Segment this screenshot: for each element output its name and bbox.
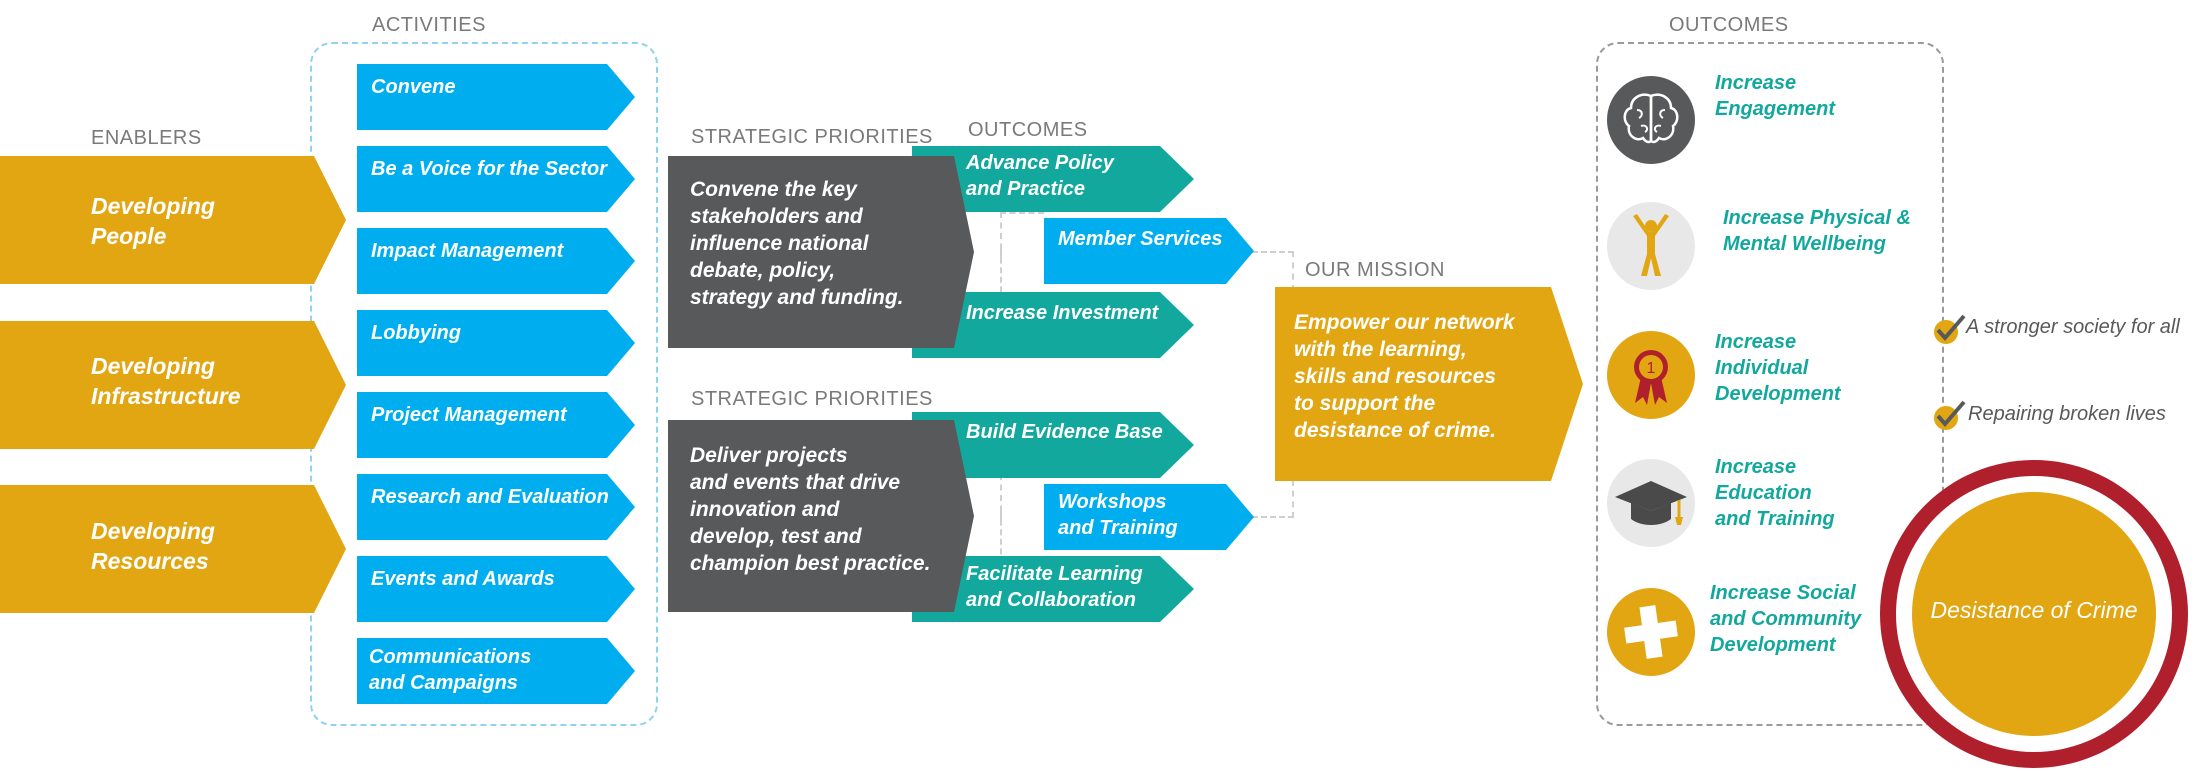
outcome-label: Increase Investment [966,302,1159,324]
activity-label: Communications [369,646,532,668]
outcome-text: Increase Physical & [1723,207,1911,229]
enabler-label: People [91,222,167,249]
activity-label: Research and Evaluation [371,486,609,508]
graduation-cap-icon [1607,459,1695,547]
activity-label: Lobbying [371,322,461,344]
priority-text: and events that drive [690,471,901,494]
ribbon-number: 1 [1647,360,1656,377]
activity-label: Convene [371,76,456,98]
activity-arrow: Impact Management [357,228,635,294]
priority-text: champion best practice. [690,552,931,575]
outcome-label: and Collaboration [966,589,1136,611]
outcome-text: Increase [1715,456,1797,478]
outcome-label: Advance Policy [966,152,1114,174]
enabler-arrow: Developing People [0,156,346,284]
brain-icon [1607,76,1695,164]
activity-label: and Campaigns [369,672,518,694]
activity-label: Impact Management [371,240,564,262]
outcome-text: Engagement [1715,98,1836,120]
outcome-arrow: Build Evidence Base [912,412,1194,478]
goal-text: Desistance of Crime [1930,597,2138,623]
outcome-arrow: Increase Investment [912,292,1194,358]
priority-text: strategy and funding. [690,286,904,309]
activity-label: Project Management [371,404,567,426]
outcome-arrow: Workshops and Training [1044,484,1254,550]
activities-container [310,42,658,726]
activities-label: ACTIVITIES [372,14,486,36]
activity-arrow: Communications and Campaigns [357,638,635,704]
priority-text: innovation and [690,498,840,521]
outcome-text: Increase [1715,72,1797,94]
check-icon [1932,312,1968,346]
enabler-arrow: Developing Infrastructure [0,321,346,449]
outcomes-container [1596,42,1944,726]
activity-arrow: Be a Voice for the Sector [357,146,635,212]
outcome-label: Build Evidence Base [966,421,1163,443]
mission-text: to support the [1294,392,1436,415]
priority-text: develop, test and [690,525,862,548]
activity-arrow: Research and Evaluation [357,474,635,540]
activity-arrow: Convene [357,64,635,130]
connector [1252,480,1294,518]
outcome-text: Individual [1715,357,1809,379]
right-outcomes-label: OUTCOMES [1669,14,1789,36]
enabler-arrow: Developing Resources [0,485,346,613]
enabler-label: Resources [91,547,209,574]
priority-arrow: Convene the key stakeholders and influen… [668,156,974,348]
outcome-label: Workshops [1058,491,1167,513]
outcome-arrow: Advance Policy and Practice [912,146,1194,212]
activity-label: Events and Awards [371,568,555,590]
priority-arrow: Deliver projects and events that drive i… [668,420,974,612]
priority-text: Convene the key [690,178,857,201]
priority-text: stakeholders and [690,205,863,228]
cross-icon [1607,588,1695,676]
outcome-label: Member Services [1058,228,1223,250]
mission-text: Empower our network [1294,311,1515,334]
strategic-priorities-label-2: STRATEGIC PRIORITIES [691,388,933,410]
person-icon [1607,202,1695,290]
outcome-label: and Training [1058,517,1178,539]
mission-text: desistance of crime. [1294,419,1496,442]
connector [1252,251,1294,291]
priority-text: Deliver projects [690,444,848,467]
outcome-arrow: Member Services [1044,218,1254,284]
activity-arrow: Project Management [357,392,635,458]
award-ribbon-icon: 1 [1607,331,1695,419]
priority-text: influence national [690,232,869,255]
outcome-text: Mental Wellbeing [1723,233,1886,255]
outcome-label: Facilitate Learning [966,563,1143,585]
outcome-arrow: Facilitate Learning and Collaboration [912,556,1194,622]
enabler-label: Developing [91,518,215,544]
enabler-label: Infrastructure [91,382,241,409]
outcome-text: Development [1715,383,1841,405]
outcome-text: and Community [1710,608,1862,630]
result-text: A stronger society for all [1966,316,2180,338]
outcome-text: Increase Social [1710,582,1856,604]
connector [1000,212,1044,260]
our-mission-label: OUR MISSION [1305,259,1445,281]
enabler-label: Developing [91,353,215,379]
activity-label: Be a Voice for the Sector [371,158,607,180]
outcome-text: Development [1710,634,1836,656]
mission-text: with the learning, [1294,338,1467,361]
outcome-label: and Practice [966,178,1085,200]
mid-outcomes-label: OUTCOMES [968,119,1088,141]
outcome-text: Education [1715,482,1812,504]
outcome-text: Increase [1715,331,1797,353]
priority-text: debate, policy, [690,259,836,282]
result-text: Repairing broken lives [1968,403,2166,425]
enablers-label: ENABLERS [91,127,202,149]
activity-arrow: Events and Awards [357,556,635,622]
enabler-label: Developing [91,193,215,219]
mission-arrow: Empower our network with the learning, s… [1275,287,1583,481]
goal-circle [1878,458,2190,770]
activity-arrow: Lobbying [357,310,635,376]
check-icon [1932,398,1968,432]
outcome-text: and Training [1715,508,1835,530]
strategic-priorities-label-1: STRATEGIC PRIORITIES [691,126,933,148]
mission-text: skills and resources [1294,365,1496,388]
